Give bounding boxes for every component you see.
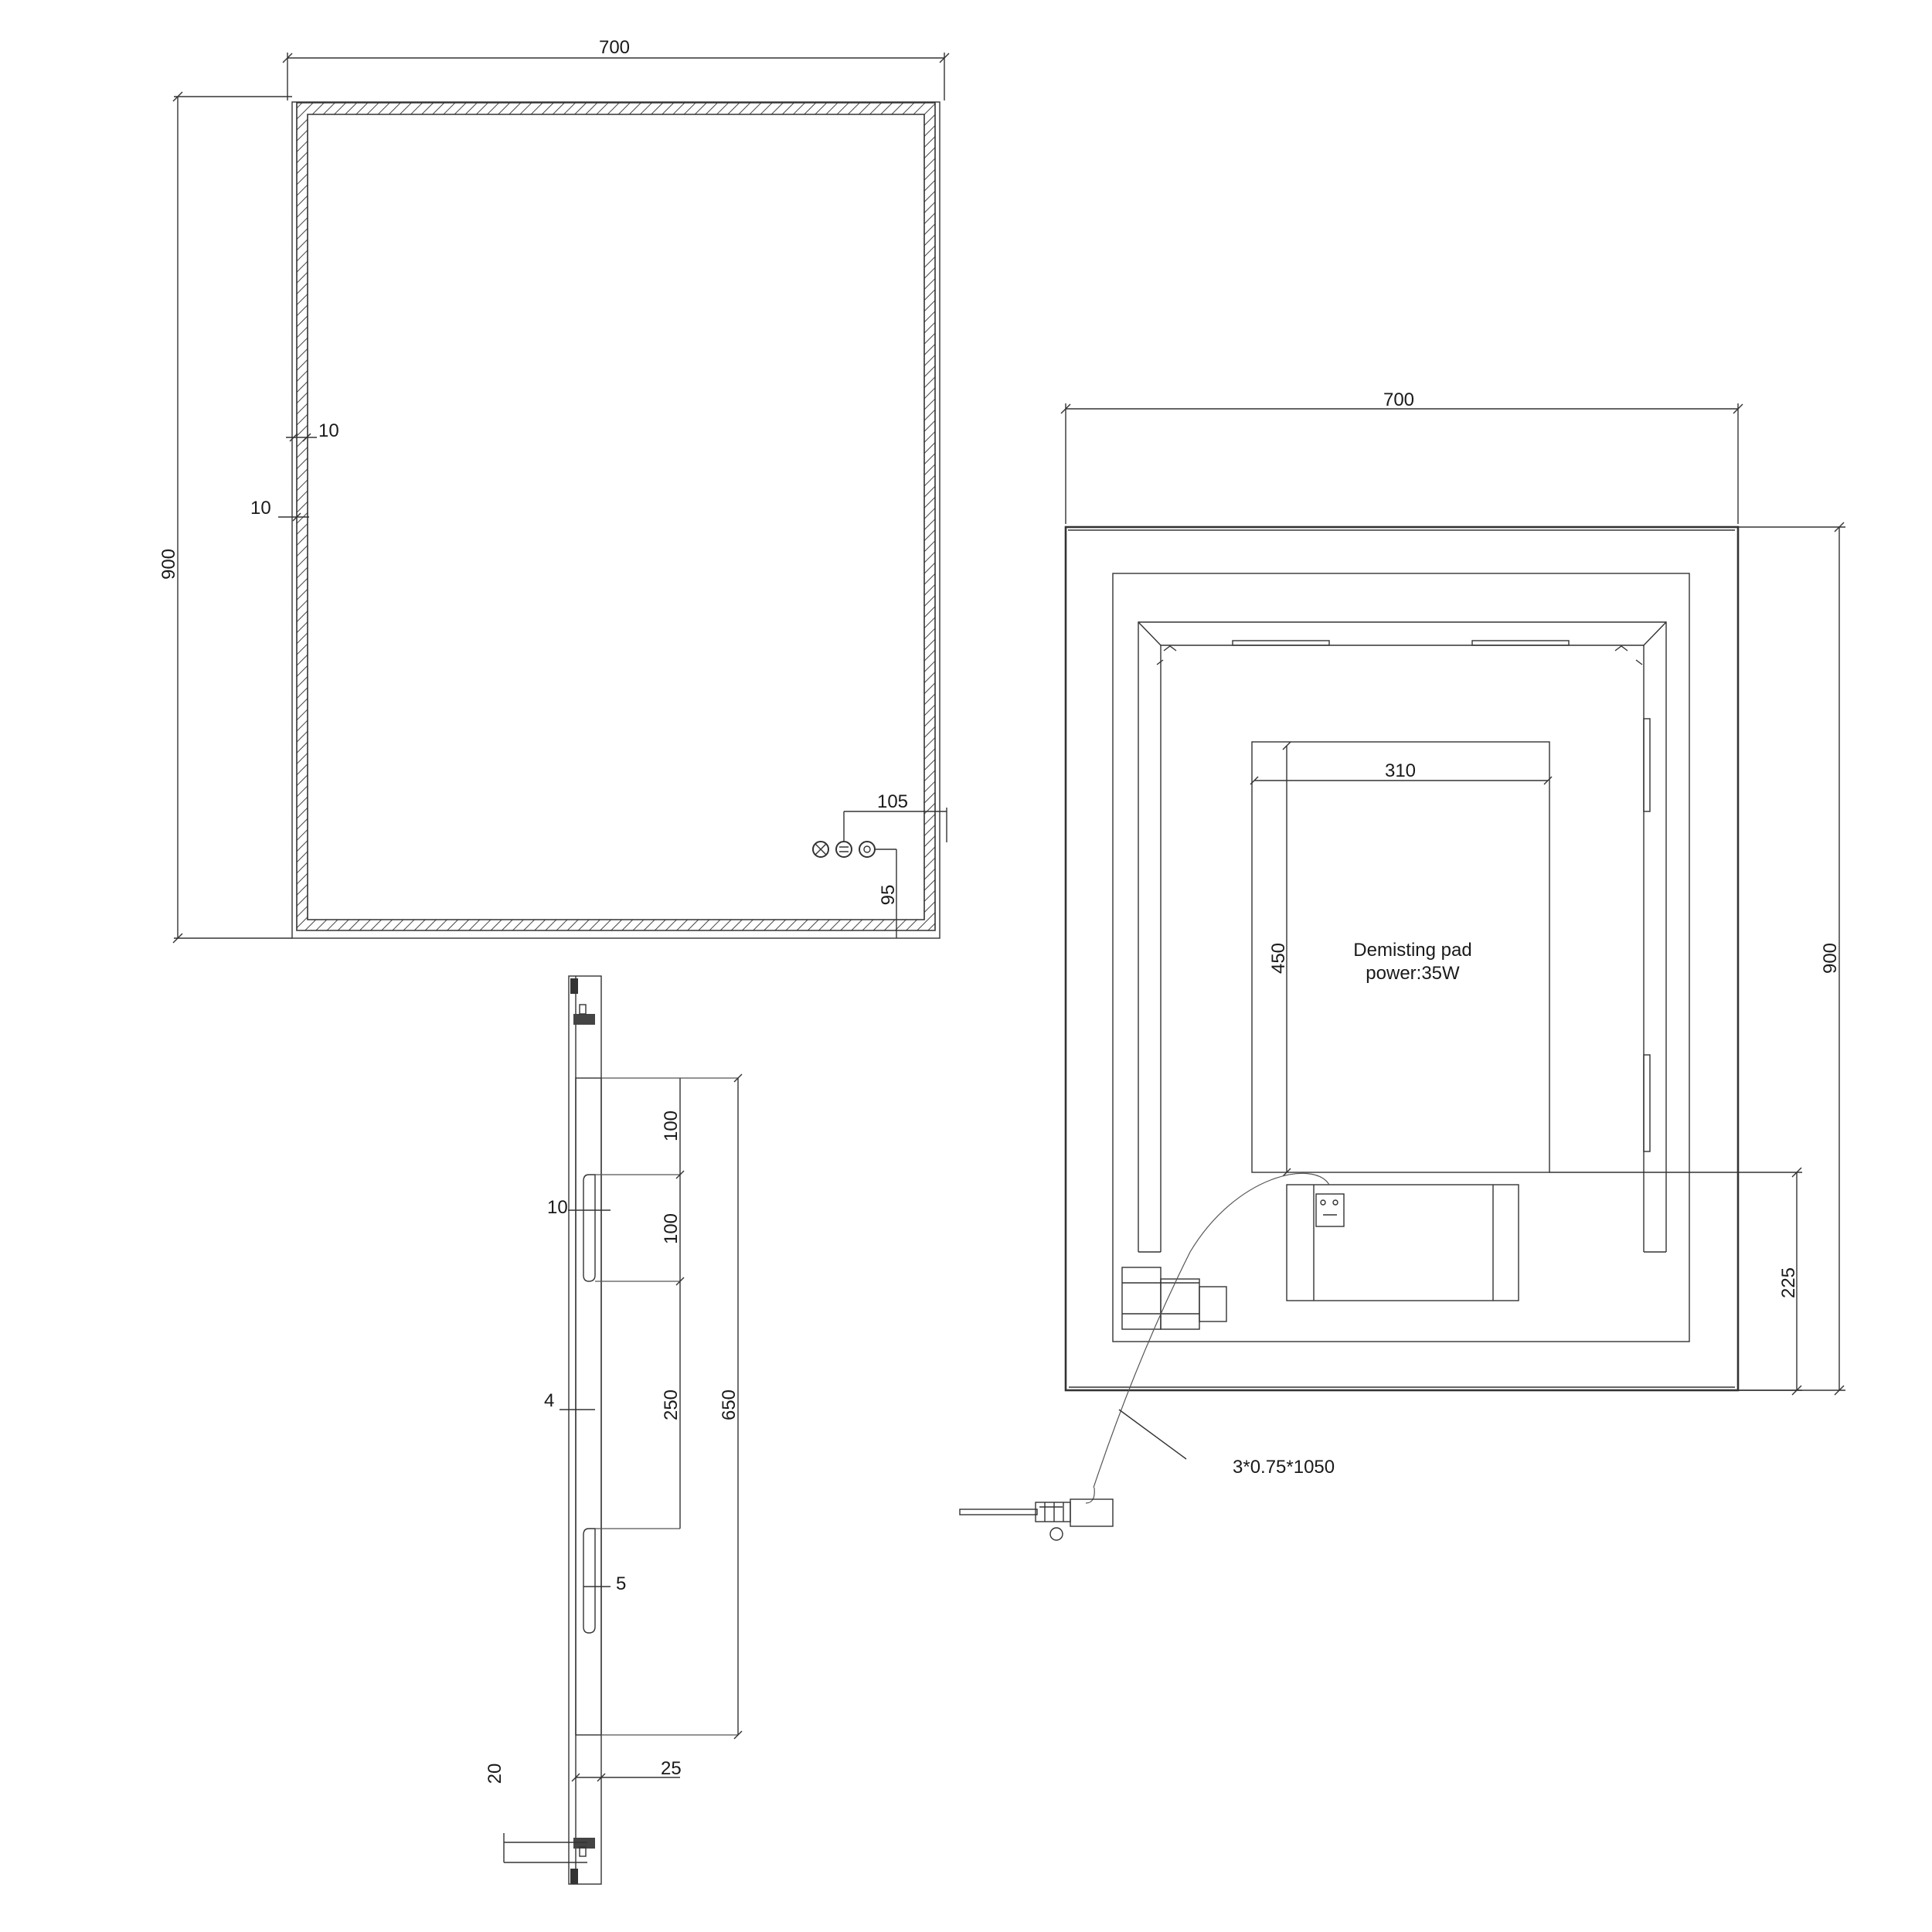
side-profile [568, 975, 602, 1885]
cable-leader [1118, 1409, 1187, 1460]
hanging-slot-upper [583, 1174, 596, 1282]
back-height-dim: 900 [1820, 943, 1841, 974]
side-dim-20: 20 [485, 1764, 505, 1784]
side-dim-5: 5 [616, 1573, 626, 1594]
front-width-dim: 700 [599, 37, 630, 58]
driver-height-dim: 225 [1778, 1267, 1799, 1298]
side-dim-25: 25 [661, 1758, 682, 1779]
touch-switch-group [812, 841, 876, 858]
side-dim-250: 250 [661, 1389, 682, 1420]
side-dim-100-b: 100 [661, 1213, 682, 1244]
junction-box [1121, 1267, 1227, 1330]
led-strip-channel [1138, 621, 1667, 1253]
front-height-dim: 900 [158, 549, 179, 580]
front-frame-dim-top: 10 [318, 420, 339, 441]
pad-label-line2: power:35W [1366, 963, 1460, 984]
bottom-clip [573, 1838, 595, 1849]
demisting-pad [1251, 741, 1550, 1173]
toggle-icon [835, 841, 852, 858]
side-dim-100-a: 100 [661, 1111, 682, 1141]
demist-icon [812, 841, 829, 858]
switch-offset-x-dim: 105 [877, 791, 908, 812]
back-panel-inner [1112, 573, 1690, 1342]
side-dim-4: 4 [544, 1390, 554, 1411]
mirror-outline [291, 101, 940, 939]
side-dim-650: 650 [719, 1389, 740, 1420]
back-width-dim: 700 [1383, 389, 1414, 410]
plug-connector [959, 1498, 1114, 1541]
hatched-frame [296, 102, 936, 931]
led-driver [1286, 1184, 1519, 1301]
mounting-bracket [575, 1077, 602, 1736]
back-panel-outer [1064, 526, 1740, 1392]
front-frame-dim-side: 10 [250, 498, 271, 519]
side-dim-10: 10 [547, 1197, 568, 1218]
side-view: 100 100 250 650 10 4 5 25 20 [485, 975, 743, 1885]
cable-spec-label: 3*0.75*1050 [1233, 1457, 1335, 1478]
top-clip [573, 1014, 595, 1025]
power-cable [1093, 1172, 1330, 1488]
front-view: 700 900 10 10 [158, 37, 950, 944]
pad-width-dim: 310 [1385, 760, 1416, 781]
pad-height-dim: 450 [1268, 943, 1289, 974]
back-view: 450 310 Demisting pad power:35W [959, 389, 1845, 1541]
hanging-slot-lower [583, 1528, 596, 1634]
light-icon [859, 841, 876, 858]
pad-label-line1: Demisting pad [1353, 940, 1471, 961]
switch-offset-y-dim: 95 [878, 885, 899, 906]
